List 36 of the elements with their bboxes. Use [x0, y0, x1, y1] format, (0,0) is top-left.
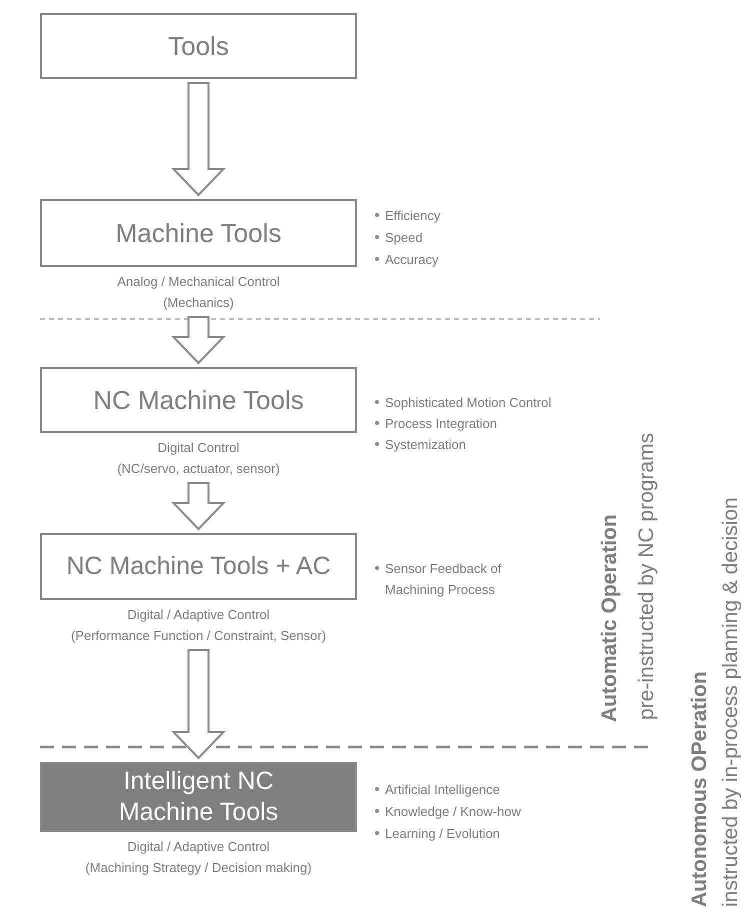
node-label: Digital / Adaptive Control [127, 606, 270, 624]
bullet-text: Accuracy [385, 251, 438, 269]
node-label: (Performance Function / Constraint, Sensor) [70, 627, 326, 645]
process-box [40, 13, 357, 79]
box-title: Tools [168, 30, 229, 62]
bullet-text: Efficiency [385, 207, 440, 225]
box-title: Intelligent NC Machine Tools [118, 766, 280, 828]
block-arrow [171, 82, 226, 196]
bullet-text: Speed [385, 229, 423, 247]
bullet-text: Knowledge / Know-how [385, 803, 521, 821]
vertical-text: pre-instructed by NC programs [634, 432, 659, 720]
vertical-heading: Autonomous OPeration [687, 671, 712, 907]
process-box [40, 199, 357, 267]
process-box [40, 762, 357, 832]
bullet-text: Systemization [385, 436, 466, 454]
bullet-text: Sensor Feedback of Machining Process [385, 560, 502, 599]
node-label: (NC/servo, actuator, sensor) [117, 460, 280, 478]
node-label: (Mechanics) [163, 294, 234, 312]
node-label: (Machining Strategy / Decision making) [85, 859, 312, 877]
vertical-heading: Automatic Operation [597, 514, 622, 722]
bullet-text: Sophisticated Motion Control [385, 394, 552, 412]
box-title: NC Machine Tools + AC [66, 550, 331, 582]
node-label: Digital Control [158, 439, 240, 457]
box-title: NC Machine Tools [93, 384, 304, 416]
block-arrow [171, 316, 226, 364]
process-box [40, 533, 357, 600]
bullet-text: Learning / Evolution [385, 825, 500, 843]
node-label: Digital / Adaptive Control [127, 838, 270, 856]
node-label: Analog / Mechanical Control [117, 273, 280, 291]
process-box [40, 367, 357, 433]
block-arrow [171, 482, 226, 530]
bullet-text: Artificial Intelligence [385, 781, 500, 799]
vertical-text: instructed by in-process planning & decision [718, 497, 741, 907]
bullet-text: Process Integration [385, 415, 498, 433]
block-arrow [171, 649, 226, 760]
box-title: Machine Tools [116, 216, 282, 250]
